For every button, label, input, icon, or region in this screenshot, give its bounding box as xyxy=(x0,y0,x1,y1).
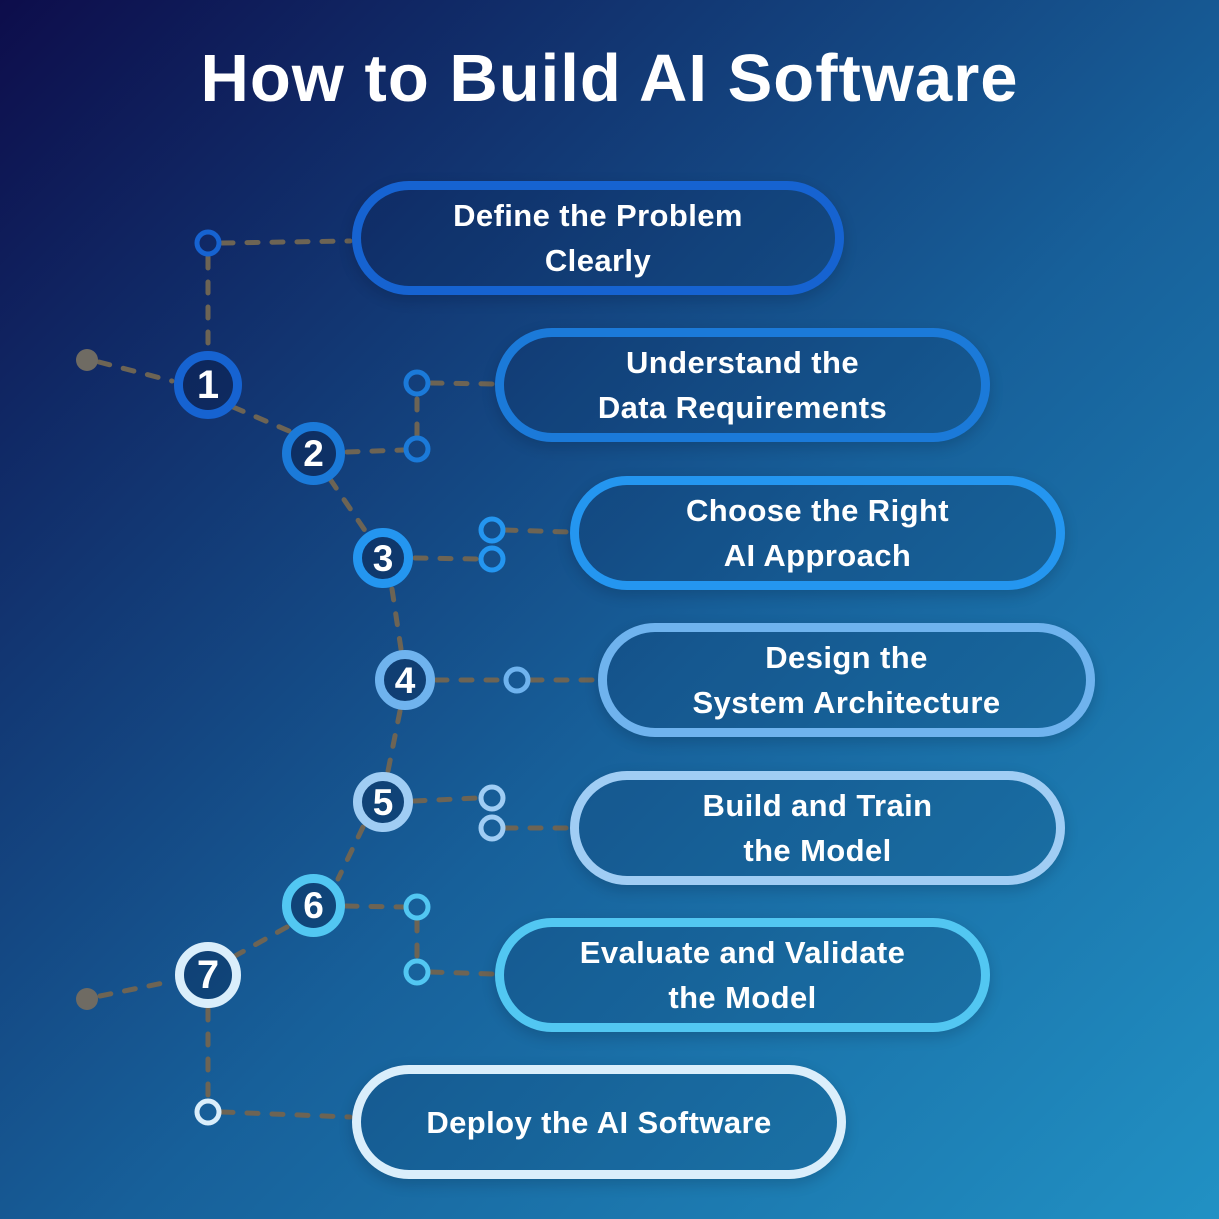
connector-node xyxy=(194,229,222,257)
step-label-line: Define the Problem xyxy=(453,198,743,233)
step-number: 2 xyxy=(303,433,324,474)
step-number: 7 xyxy=(196,953,220,997)
step-label-line: Understand the xyxy=(626,345,859,380)
step-1-number-badge: 1 xyxy=(174,351,242,419)
step-label-line: Evaluate and Validate xyxy=(579,935,906,970)
dashed-connector xyxy=(428,969,496,977)
endpoint-dot xyxy=(76,988,98,1010)
step-3-number-badge: 3 xyxy=(353,528,413,588)
dashed-connector xyxy=(385,708,403,774)
dashed-connector xyxy=(343,903,406,910)
step-6-pill: Evaluate and Validate the Model xyxy=(495,918,990,1032)
step-5-number-badge: 5 xyxy=(353,772,413,832)
dashed-connector xyxy=(412,555,481,562)
dashed-connector xyxy=(219,238,353,246)
step-label-line: Design the xyxy=(765,640,928,675)
step-label-line: Choose the Right xyxy=(686,493,949,528)
step-label-line: the Model xyxy=(668,980,817,1015)
step-number: 1 xyxy=(196,363,220,407)
step-number: 6 xyxy=(303,885,324,926)
connector-node xyxy=(403,893,431,921)
step-label-line: the Model xyxy=(743,833,892,868)
dashed-connector xyxy=(230,404,292,434)
step-label-line: Clearly xyxy=(544,243,652,278)
dashed-connector xyxy=(219,1109,353,1120)
dashed-connector xyxy=(344,447,406,455)
step-4-number-badge: 4 xyxy=(375,650,435,710)
connector-node xyxy=(478,545,506,573)
connector-node xyxy=(403,958,431,986)
dashed-connector xyxy=(97,978,176,999)
connector-node xyxy=(478,784,506,812)
dashed-connector xyxy=(232,924,290,959)
connector-node xyxy=(403,435,431,463)
step-2-number-badge: 2 xyxy=(282,422,345,485)
dashed-connector xyxy=(428,380,496,387)
dashed-connector xyxy=(389,586,404,652)
step-7-number-badge: 7 xyxy=(175,942,241,1008)
step-1-pill: Define the Problem Clearly xyxy=(352,181,844,295)
dashed-connector xyxy=(411,795,481,804)
step-4-pill: Design the System Architecture xyxy=(598,623,1095,737)
endpoint-dot xyxy=(76,349,98,371)
step-label-line: Deploy the AI Software xyxy=(426,1104,772,1140)
step-5-pill: Build and Train the Model xyxy=(570,771,1065,885)
connector-node xyxy=(403,369,431,397)
connector-node xyxy=(478,516,506,544)
connector-node xyxy=(194,1098,222,1126)
step-number: 3 xyxy=(372,537,394,579)
step-7-pill: Deploy the AI Software xyxy=(352,1065,846,1179)
page-title: How to Build AI Software xyxy=(200,41,1019,116)
connector-node xyxy=(478,814,506,842)
step-6-number-badge: 6 xyxy=(282,874,345,937)
dashed-connector xyxy=(335,824,366,882)
step-label-line: Build and Train xyxy=(702,788,933,823)
connector-node xyxy=(503,666,531,694)
step-label-line: AI Approach xyxy=(723,538,912,573)
dashed-connector xyxy=(327,476,369,535)
step-label-line: System Architecture xyxy=(692,685,1001,720)
dashed-connector xyxy=(96,359,175,384)
step-2-pill: Understand the Data Requirements xyxy=(495,328,990,442)
step-number: 5 xyxy=(372,781,394,823)
step-number: 4 xyxy=(394,659,416,701)
dashed-connector xyxy=(502,527,571,535)
step-3-pill: Choose the Right AI Approach xyxy=(570,476,1065,590)
step-label-line: Data Requirements xyxy=(597,390,888,425)
